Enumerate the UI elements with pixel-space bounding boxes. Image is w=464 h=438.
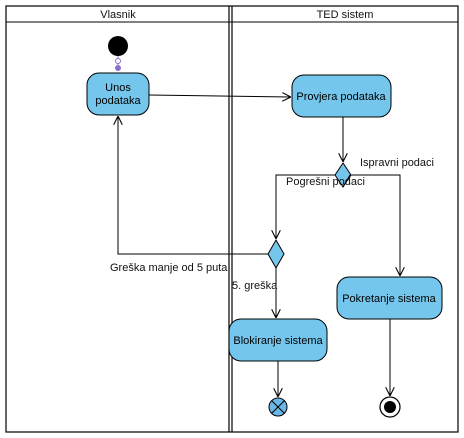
activity-unos-label-1: Unos bbox=[105, 82, 131, 94]
activity-provjera-podataka[interactable] bbox=[291, 74, 392, 118]
flow-final-node bbox=[268, 397, 288, 417]
initial-connector bbox=[115, 56, 121, 71]
swimlane-ted-title: TED sistem bbox=[317, 9, 374, 21]
guard-pogresni-podaci: Pogrešni podaci bbox=[286, 176, 365, 188]
initial-node bbox=[108, 36, 128, 56]
activity-unos-podataka[interactable] bbox=[86, 72, 150, 116]
flow-ispravni bbox=[342, 174, 400, 275]
activity-blokiranje-label: Blokiranje sistema bbox=[233, 335, 323, 347]
guard-peta-greska: 5. greška bbox=[232, 280, 278, 292]
activity-unos-label-2: podataka bbox=[95, 95, 141, 107]
flow-unos-to-provjera bbox=[148, 95, 290, 97]
activity-pokretanje-label: Pokretanje sistema bbox=[342, 293, 436, 305]
control-flows bbox=[118, 95, 400, 396]
flow-pogresni bbox=[276, 174, 335, 238]
guard-greska-manje-od-5-puta: Greška manje od 5 puta bbox=[110, 262, 228, 274]
activity-provjera-label: Provjera podataka bbox=[296, 91, 386, 103]
swimlane-frame bbox=[5, 5, 459, 433]
guard-ispravni-podaci: Ispravni podaci bbox=[360, 157, 434, 169]
swimlane-vlasnik-title: Vlasnik bbox=[100, 9, 136, 21]
flow-greska-manje bbox=[118, 117, 268, 255]
decision-node-error-count bbox=[267, 238, 285, 270]
activity-final-node bbox=[379, 396, 401, 418]
